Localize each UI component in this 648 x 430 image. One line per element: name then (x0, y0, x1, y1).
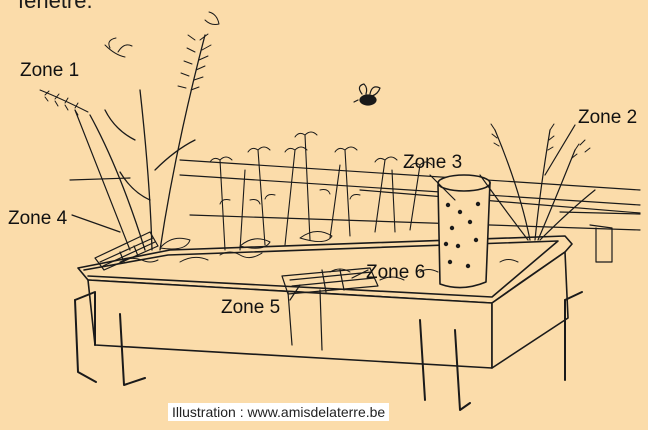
bee-icon (354, 84, 380, 105)
zone-6-label: Zone 6 (366, 262, 425, 284)
zone-4-label: Zone 4 (8, 208, 67, 230)
zone-5-label: Zone 5 (221, 297, 280, 319)
wood-log (438, 175, 490, 288)
zone-2-label: Zone 2 (578, 107, 637, 129)
zone-3-label: Zone 3 (403, 152, 462, 174)
zone-1-label: Zone 1 (20, 60, 79, 82)
plant-herbs (210, 132, 432, 250)
illustration-credit: Illustration : www.amisdelaterre.be (168, 403, 389, 421)
planter-box (78, 236, 572, 368)
plant-zone2 (480, 124, 595, 240)
